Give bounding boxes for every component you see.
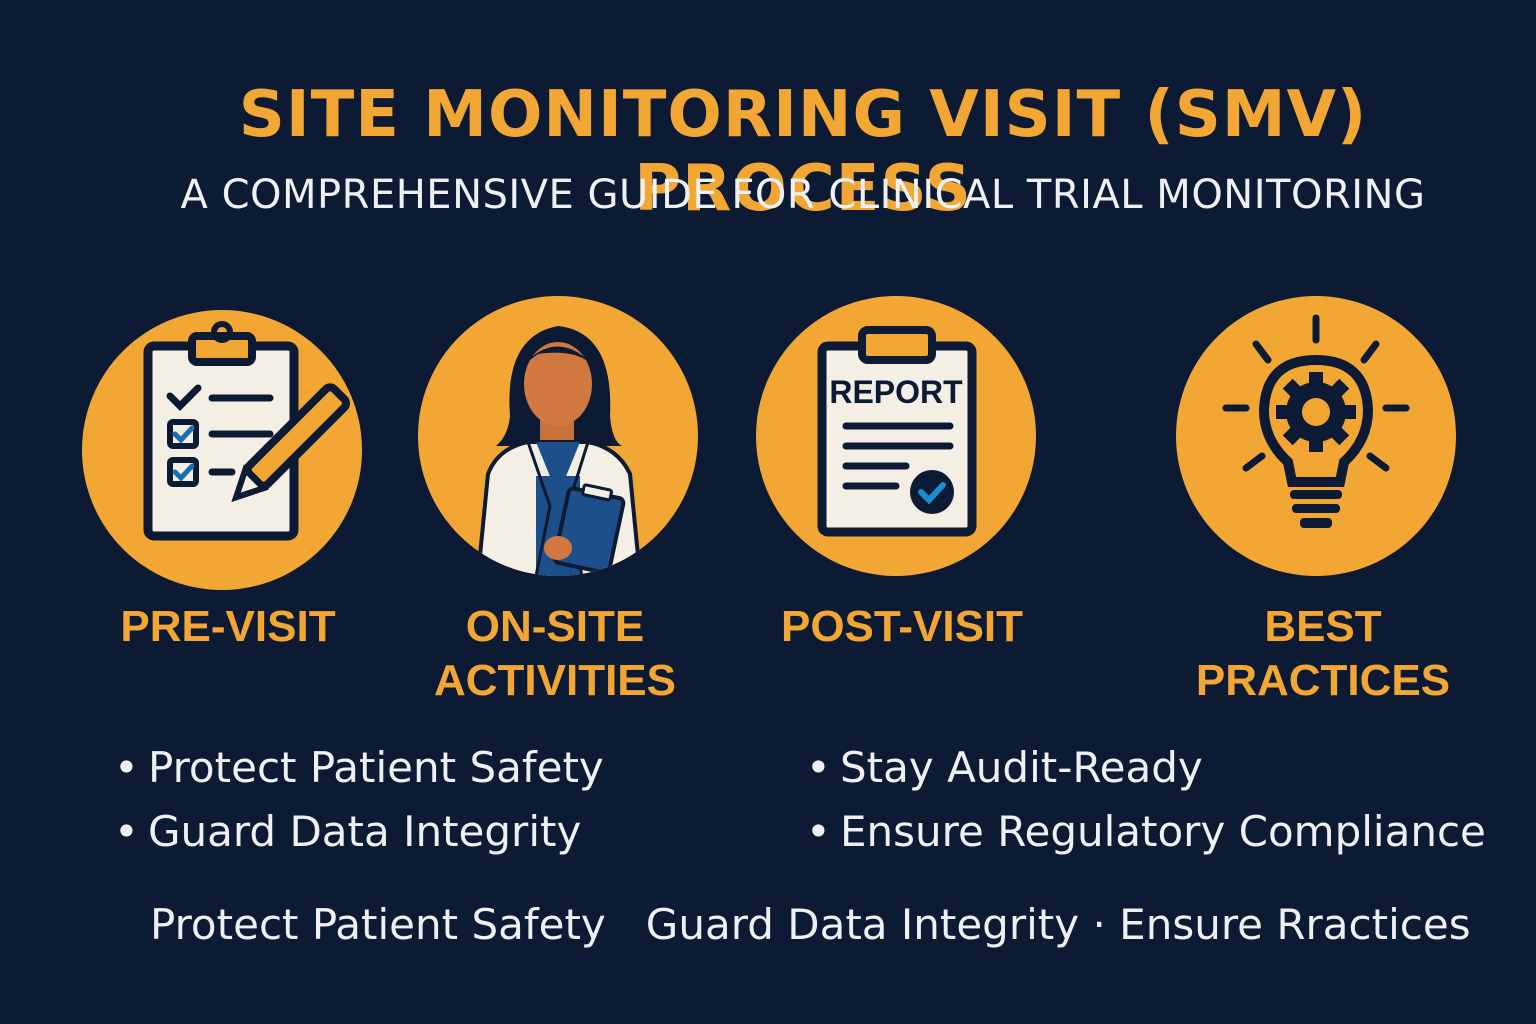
clipboard-checklist-icon — [143, 321, 350, 541]
bullet-dot: • — [114, 743, 139, 792]
bullet-text: Guard Data Integrity — [148, 807, 582, 856]
best-practices-circle — [1176, 296, 1456, 576]
bullet-list-left: •Protect Patient Safety •Guard Data Inte… — [114, 736, 604, 864]
bullet-text: Stay Audit-Ready — [840, 743, 1203, 792]
footer-part1: Protect Patient Safety — [150, 900, 606, 949]
bullet-list-right: •Stay Audit-Ready •Ensure Regulatory Com… — [806, 736, 1486, 864]
list-item: •Guard Data Integrity — [114, 800, 604, 864]
bullet-text: Ensure Regulatory Compliance — [840, 807, 1486, 856]
stage-label-on-site: ON-SITE ACTIVITIES — [400, 600, 710, 708]
report-icon — [817, 326, 977, 537]
stage-label-post-visit: POST-VISIT — [780, 602, 1024, 651]
on-site-circle — [418, 296, 698, 576]
list-item: •Stay Audit-Ready — [806, 736, 1486, 800]
bullet-dot: • — [806, 807, 831, 856]
post-visit-circle: REPORT — [756, 296, 1036, 576]
footer-part2: Guard Data Integrity · Ensure Rractices — [645, 900, 1471, 949]
page-title: SITE MONITORING VISIT (SMV) PROCESS — [238, 78, 1368, 226]
bullet-text: Protect Patient Safety — [148, 743, 604, 792]
stage-label-best-practices: BEST PRACTICES — [1195, 602, 1451, 705]
lightbulb-gear-icon — [1222, 314, 1410, 528]
stage-label-pre-visit: PRE-VISIT — [120, 602, 336, 651]
footer-tagline: Protect Patient Safety Guard Data Integri… — [150, 900, 1471, 949]
pre-visit-circle — [82, 310, 362, 590]
list-item: •Ensure Regulatory Compliance — [806, 800, 1486, 864]
clinician-icon — [475, 326, 643, 576]
stage-label-on-site-line2: ACTIVITIES — [433, 656, 677, 705]
stage-label-on-site-line1: ON-SITE — [465, 602, 645, 651]
bullet-dot: • — [114, 807, 139, 856]
list-item: •Protect Patient Safety — [114, 736, 604, 800]
report-icon-text: REPORT — [829, 374, 963, 410]
page-subtitle: A COMPREHENSIVE GUIDE FOR CLINICAL TRIAL… — [180, 172, 1426, 218]
bullet-dot: • — [806, 743, 831, 792]
